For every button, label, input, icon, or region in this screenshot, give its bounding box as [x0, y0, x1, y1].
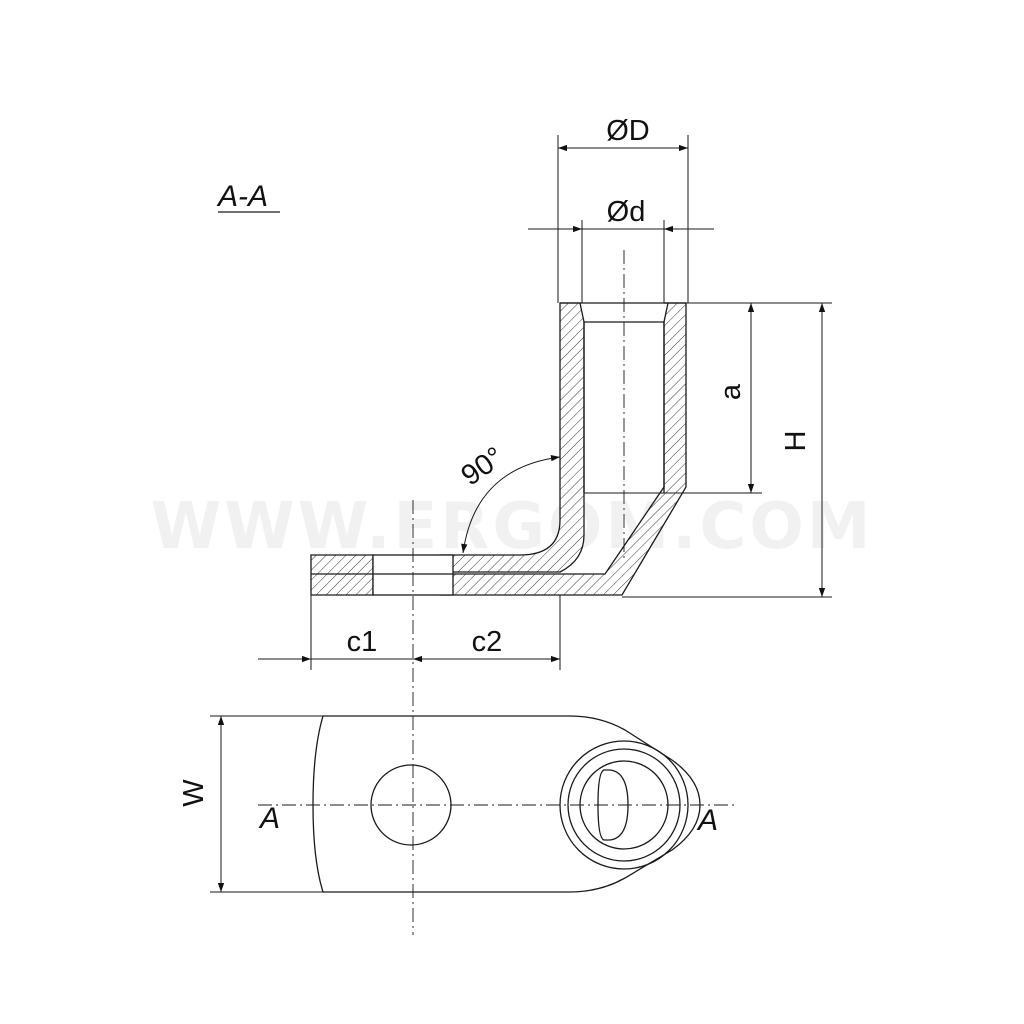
- tab-left-segment: [310, 554, 374, 596]
- section-view: [310, 250, 687, 935]
- dimension-c1-c2: c1 c2: [258, 595, 561, 670]
- label-depth: a: [715, 383, 747, 400]
- dimension-outer-diameter: ØD: [557, 115, 689, 303]
- section-mark-left: A: [258, 802, 280, 835]
- label-height: H: [780, 431, 812, 452]
- label-outer-diameter: ØD: [606, 115, 650, 147]
- label-angle: 90°: [456, 441, 510, 492]
- dimension-inner-diameter: Ød: [528, 196, 714, 303]
- dimension-width: W: [178, 715, 323, 893]
- inspection-slot: [597, 769, 629, 841]
- dimension-depth: a: [664, 302, 832, 494]
- section-label: A-A: [216, 180, 268, 213]
- top-view: [258, 715, 736, 893]
- label-width: W: [178, 779, 210, 807]
- label-inner-diameter: Ød: [607, 196, 646, 228]
- dimension-height: H: [622, 303, 832, 598]
- watermark: WWW.ERGOM.COM: [151, 490, 874, 564]
- label-c2: c2: [472, 626, 503, 658]
- label-c1: c1: [347, 626, 378, 658]
- section-mark-right: A: [696, 804, 718, 837]
